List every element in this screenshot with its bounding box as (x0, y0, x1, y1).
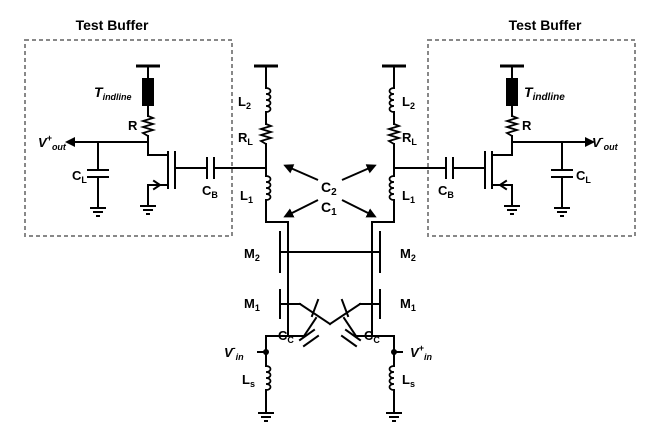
test-buffer-left-title: Test Buffer (76, 17, 149, 33)
vout-minus-label: V-out (592, 133, 619, 152)
m2-right-label: M2 (400, 246, 416, 263)
m1-right-label: M1 (400, 296, 416, 313)
c2-label: C2 (321, 179, 337, 198)
m2-left-label: M2 (244, 246, 260, 263)
r-left-label: R (128, 118, 138, 133)
ls-left-label: Ls (242, 372, 255, 389)
l2-left-label: L2 (238, 94, 251, 111)
rl-right-label: RL (402, 130, 417, 147)
test-buffer-right-box (427, 39, 636, 237)
ls-right-label: Ls (402, 372, 415, 389)
c1-label: C1 (321, 199, 337, 218)
cc-left-label: CC (278, 328, 294, 345)
test-buffer-right-title: Test Buffer (509, 17, 582, 33)
right-core-branch (371, 64, 406, 422)
cl-left-label: CL (72, 168, 87, 185)
cl-right-label: CL (576, 168, 591, 185)
test-buffer-left-box (24, 39, 233, 237)
cc-right-label: CC (364, 328, 380, 345)
l1-right-label: L1 (402, 188, 415, 205)
m1-left-label: M1 (244, 296, 260, 313)
l2-right-label: L2 (402, 94, 415, 111)
cross-coupling (279, 251, 381, 348)
r-right-label: R (522, 118, 532, 133)
cb-right-label: CB (438, 183, 454, 200)
rl-left-label: RL (238, 130, 253, 147)
cb-left-label: CB (202, 183, 218, 200)
left-buffer-circuit (65, 64, 267, 217)
left-core-branch (254, 64, 289, 422)
c1-c2-arrows (283, 164, 377, 218)
vout-plus-label: V+out (38, 133, 67, 152)
l1-left-label: L1 (240, 188, 253, 205)
right-buffer-circuit (393, 64, 595, 217)
t-indline-left-label: Tindline (94, 84, 132, 102)
vin-plus-label: V+in (410, 343, 432, 362)
t-indline-right-label: Tindline (524, 84, 565, 103)
vin-minus-label: V-in (224, 343, 244, 362)
